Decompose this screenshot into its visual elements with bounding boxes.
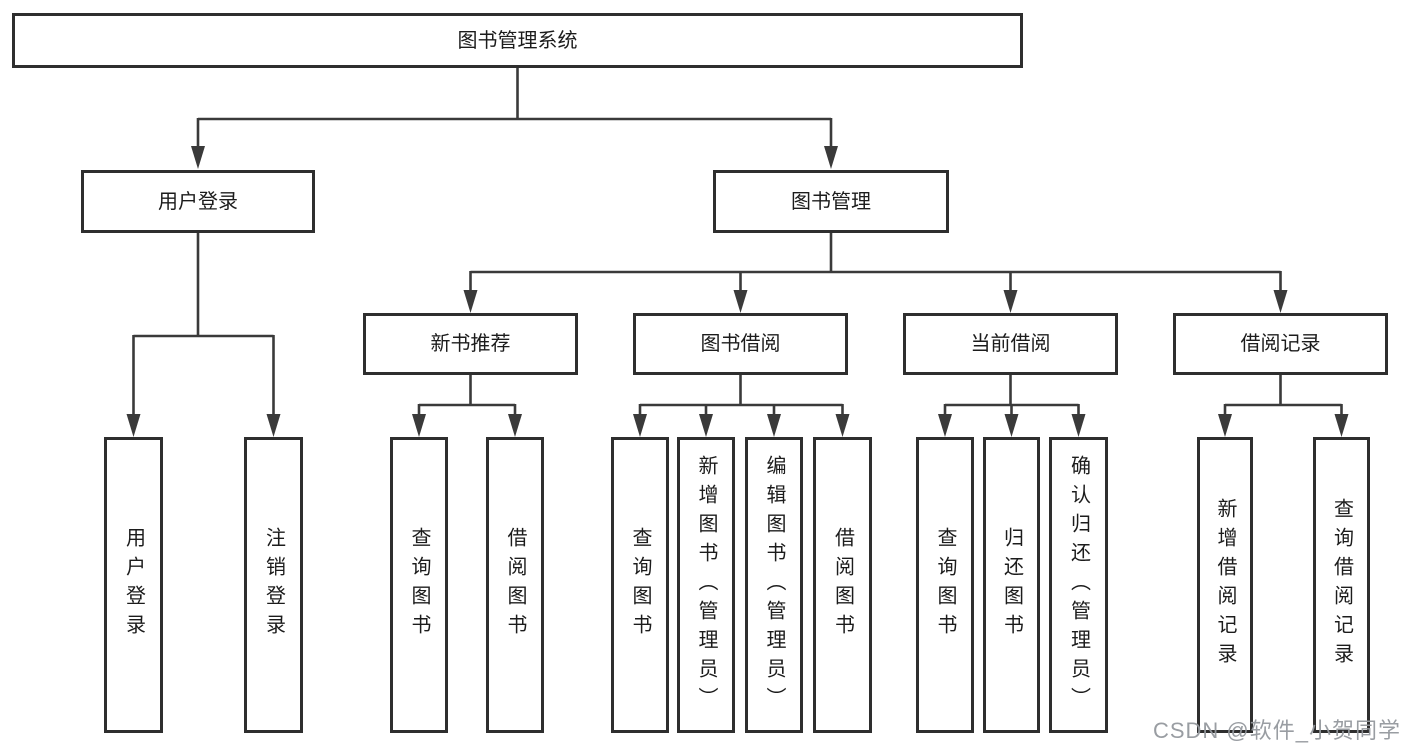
leaf-query-books-current: 查询图书 — [916, 437, 974, 733]
connector-new-book-recommend-children — [412, 375, 522, 437]
leaf-add-borrow-record: 新增借阅记录 — [1197, 437, 1253, 733]
connector-root-to-level2 — [191, 68, 838, 169]
leaf-confirm-return-admin: 确认归还（管理员） — [1049, 437, 1108, 733]
node-book-borrow: 图书借阅 — [633, 313, 848, 375]
connector-book-management-level3 — [463, 233, 1288, 313]
leaf-borrow-books-recommend: 借阅图书 — [486, 437, 544, 733]
connector-borrow-records-children — [1218, 375, 1349, 437]
leaf-add-books-admin: 新增图书（管理员） — [677, 437, 735, 733]
leaf-return-books: 归还图书 — [983, 437, 1040, 733]
csdn-watermark: CSDN @软件_小贺同学 — [1152, 718, 1401, 743]
connector-book-borrow-children — [633, 375, 850, 437]
leaf-query-books-borrow: 查询图书 — [611, 437, 669, 733]
node-user-login: 用户登录 — [81, 170, 315, 233]
node-new-book-recommend: 新书推荐 — [363, 313, 578, 375]
node-borrow-records: 借阅记录 — [1173, 313, 1388, 375]
leaf-borrow-books: 借阅图书 — [813, 437, 872, 733]
node-book-management: 图书管理 — [713, 170, 949, 233]
leaf-user-login: 用户登录 — [104, 437, 163, 733]
leaf-query-borrow-record: 查询借阅记录 — [1313, 437, 1370, 733]
node-root-system: 图书管理系统 — [12, 13, 1023, 68]
leaf-edit-books-admin: 编辑图书（管理员） — [745, 437, 803, 733]
node-current-borrow: 当前借阅 — [903, 313, 1118, 375]
connector-user-login-children — [126, 233, 281, 437]
leaf-logout: 注销登录 — [244, 437, 303, 733]
connector-current-borrow-children — [938, 375, 1086, 437]
leaf-query-books-recommend: 查询图书 — [390, 437, 448, 733]
